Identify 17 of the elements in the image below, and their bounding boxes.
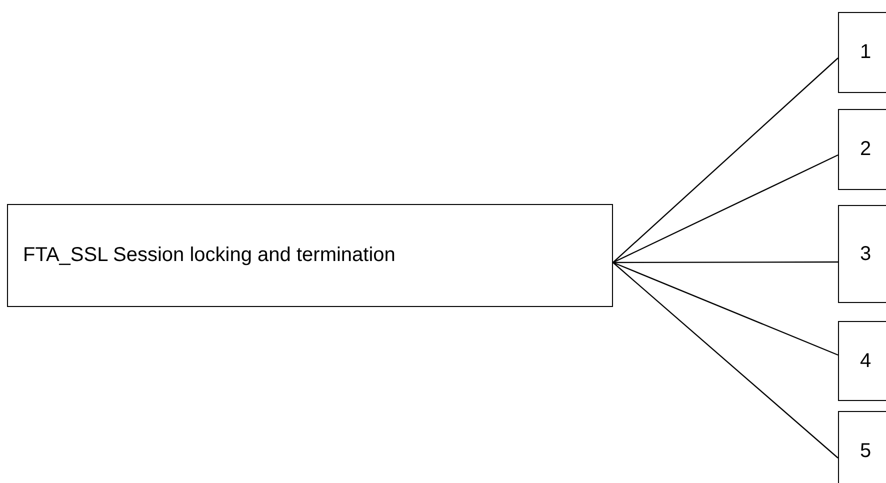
connector-line [612, 154, 838, 264]
number-box [838, 205, 886, 303]
connector-line [612, 262, 838, 458]
process-box [7, 204, 613, 307]
number-box [838, 411, 886, 483]
box-text: 2 [860, 138, 872, 161]
number-box [838, 109, 886, 190]
connector-line [613, 261, 838, 264]
connector-line [612, 262, 838, 356]
connector-line [612, 58, 838, 263]
number-box [838, 321, 886, 401]
number-box [838, 12, 886, 93]
box-text: FTA_SSL Session locking and termination [23, 244, 396, 267]
box-text: 3 [860, 242, 872, 266]
box-text: 4 [860, 350, 872, 372]
box-text: 5 [860, 440, 872, 462]
box-text: 1 [860, 41, 872, 64]
